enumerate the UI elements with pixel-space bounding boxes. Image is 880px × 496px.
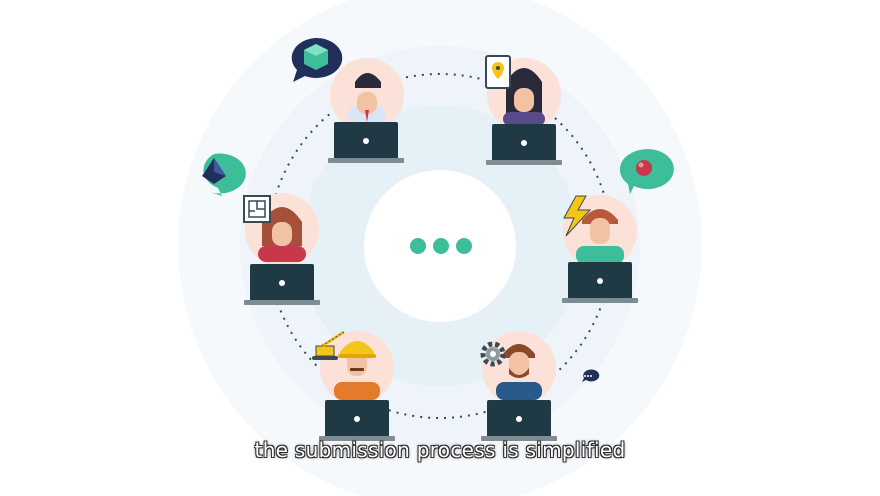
typing-dots-icon — [410, 238, 472, 254]
gear-icon — [480, 341, 506, 367]
person-bottom-left — [319, 331, 395, 441]
subtitle-caption: the submission process is simplified — [254, 438, 626, 462]
cube-bubble-icon — [291, 37, 343, 82]
record-bubble-icon — [619, 149, 674, 194]
ellipsis-bubble-icon — [582, 369, 600, 382]
map-pin-icon — [485, 55, 511, 89]
lightning-icon — [563, 195, 592, 237]
crane-icon — [312, 330, 345, 360]
blueprint-icon — [243, 195, 271, 223]
diamond-bubble-icon — [202, 153, 246, 196]
person-top-left — [328, 58, 404, 163]
